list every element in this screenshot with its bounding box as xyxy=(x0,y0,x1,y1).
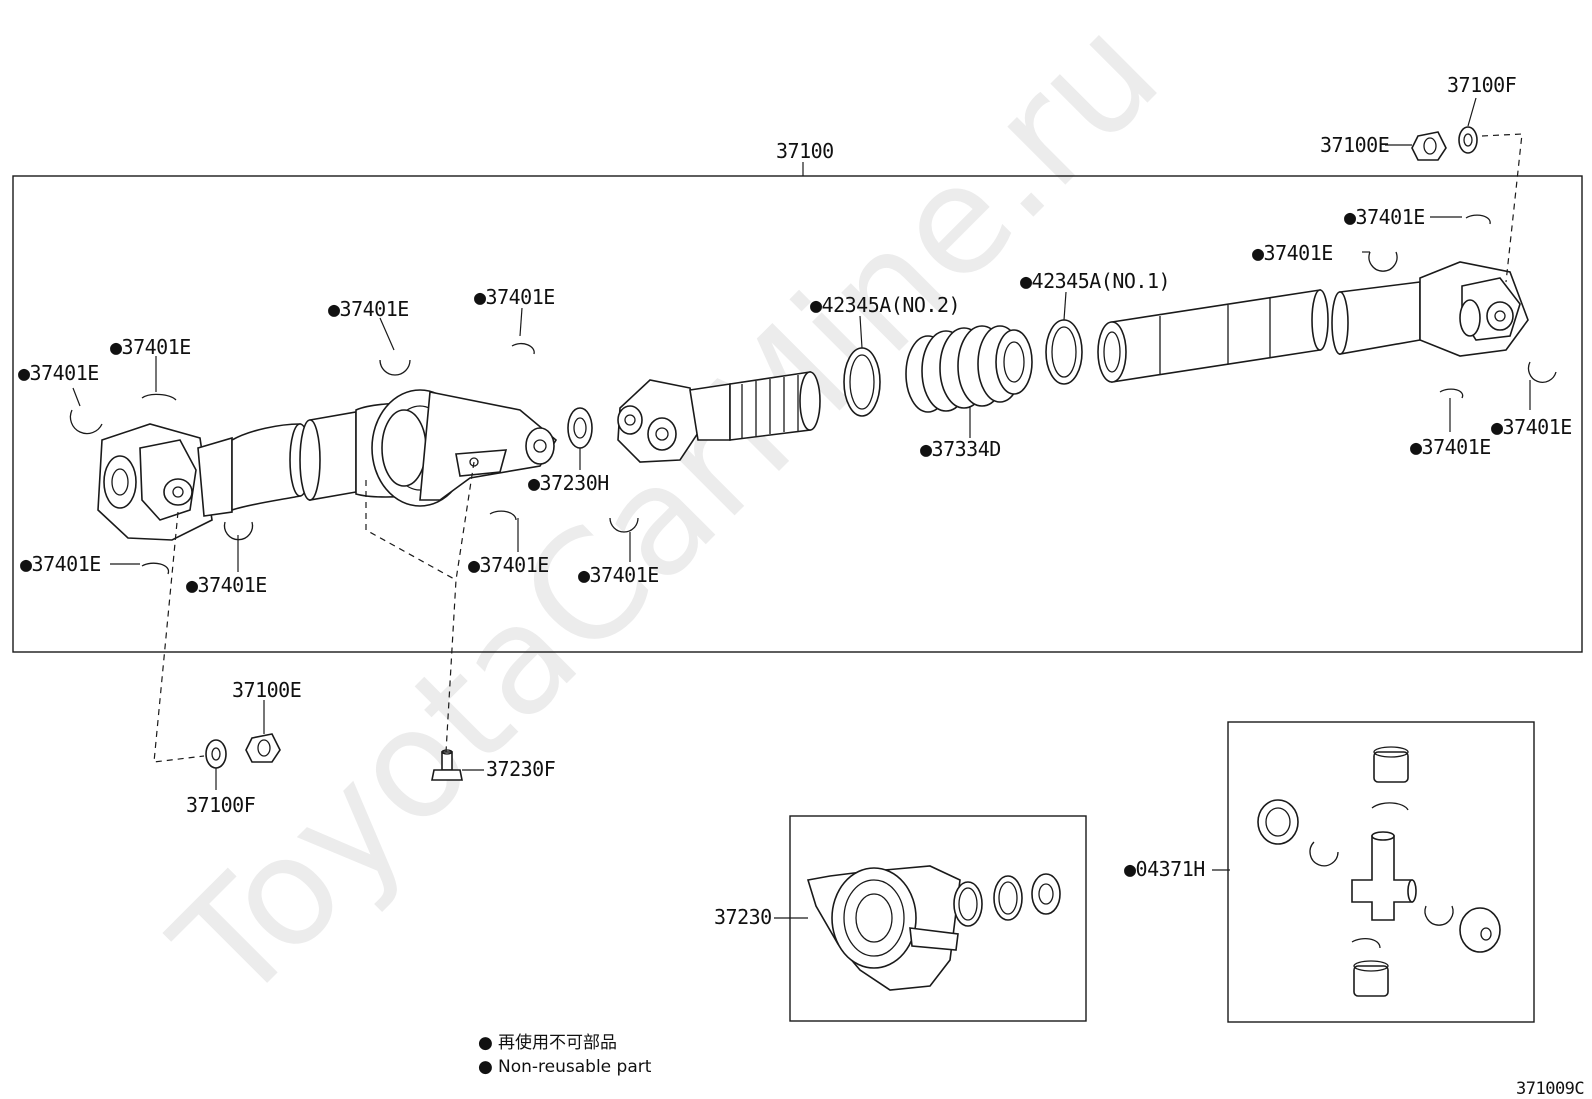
dashed-guide-bolt xyxy=(445,461,475,753)
boot-clamp-no1 xyxy=(1045,319,1083,385)
rear-shaft-tube xyxy=(1097,281,1421,383)
front-flange-yoke xyxy=(97,423,233,541)
label-ring-r1[interactable]: ●37401E xyxy=(1344,205,1425,229)
label-nut-bottom[interactable]: 37100E xyxy=(232,678,302,702)
label-ring-l1[interactable]: ●37401E xyxy=(18,361,99,385)
label-spacer[interactable]: ●37230H xyxy=(528,471,609,495)
spider-kit-box xyxy=(1227,721,1535,1023)
center-bearing-assembly xyxy=(355,389,558,507)
watermark-text: ToyotaCarMine.ru xyxy=(142,0,1192,1036)
diagram-code: 371009C xyxy=(1516,1079,1584,1099)
label-ring-m3[interactable]: ●37401E xyxy=(468,553,549,577)
washer-bottom xyxy=(205,739,227,769)
dashed-guide-left xyxy=(153,511,205,763)
label-clamp-no2[interactable]: ●42345A(NO.2) xyxy=(810,293,961,317)
label-clamp-no1[interactable]: ●42345A(NO.1) xyxy=(1020,269,1171,293)
bearing-detail xyxy=(806,865,1061,991)
legend-bullet-en: ● xyxy=(478,1057,493,1077)
label-spider-kit[interactable]: ●04371H xyxy=(1124,857,1205,881)
washer-top xyxy=(1458,126,1478,154)
leader-lines xyxy=(72,97,1531,919)
label-ring-m4[interactable]: ●37401E xyxy=(578,563,659,587)
dashed-guide-bracket xyxy=(365,480,457,581)
bearing-bolt xyxy=(431,749,463,781)
label-ring-r4[interactable]: ●37401E xyxy=(1491,415,1572,439)
nut-top xyxy=(1411,131,1447,161)
label-bolt[interactable]: 37230F xyxy=(486,757,556,781)
spline-yoke-shaft xyxy=(729,371,821,441)
label-ring-l4[interactable]: ●37401E xyxy=(186,573,267,597)
front-shaft-tube xyxy=(231,411,357,512)
legend-bullet-ja: ● xyxy=(478,1033,493,1053)
label-nut-top[interactable]: 37100E xyxy=(1320,133,1390,157)
label-ring-l2[interactable]: ●37401E xyxy=(110,335,191,359)
legend-text-ja: 再使用不可部品 xyxy=(498,1032,617,1053)
spider-kit-detail xyxy=(1257,746,1501,997)
middle-universal-joint xyxy=(617,379,731,463)
label-assy[interactable]: 37100 xyxy=(776,139,834,163)
label-ring-r3[interactable]: ●37401E xyxy=(1410,435,1491,459)
label-boot[interactable]: ●37334D xyxy=(920,437,1001,461)
nut-bottom xyxy=(245,733,281,763)
legend-text-en: Non-reusable part xyxy=(498,1057,652,1077)
rear-universal-joint xyxy=(1419,261,1529,357)
assembly-frame xyxy=(12,175,1583,653)
label-ring-l3[interactable]: ●37401E xyxy=(20,552,101,576)
label-washer-bottom[interactable]: 37100F xyxy=(186,793,256,817)
label-ring-r2[interactable]: ●37401E xyxy=(1252,241,1333,265)
spacer-ring xyxy=(567,407,593,449)
part-labels: 37100 37100F 37100E ●37401E ●37401E ●374… xyxy=(18,73,1572,929)
boot-clamp-no2 xyxy=(843,347,881,417)
label-ring-m1[interactable]: ●37401E xyxy=(328,297,409,321)
label-washer-top[interactable]: 37100F xyxy=(1447,73,1517,97)
label-bearing[interactable]: 37230 xyxy=(714,905,772,929)
legend: ● 再使用不可部品 ● Non-reusable part xyxy=(478,1032,652,1077)
dust-boot xyxy=(905,325,1033,413)
label-ring-m2[interactable]: ●37401E xyxy=(474,285,555,309)
